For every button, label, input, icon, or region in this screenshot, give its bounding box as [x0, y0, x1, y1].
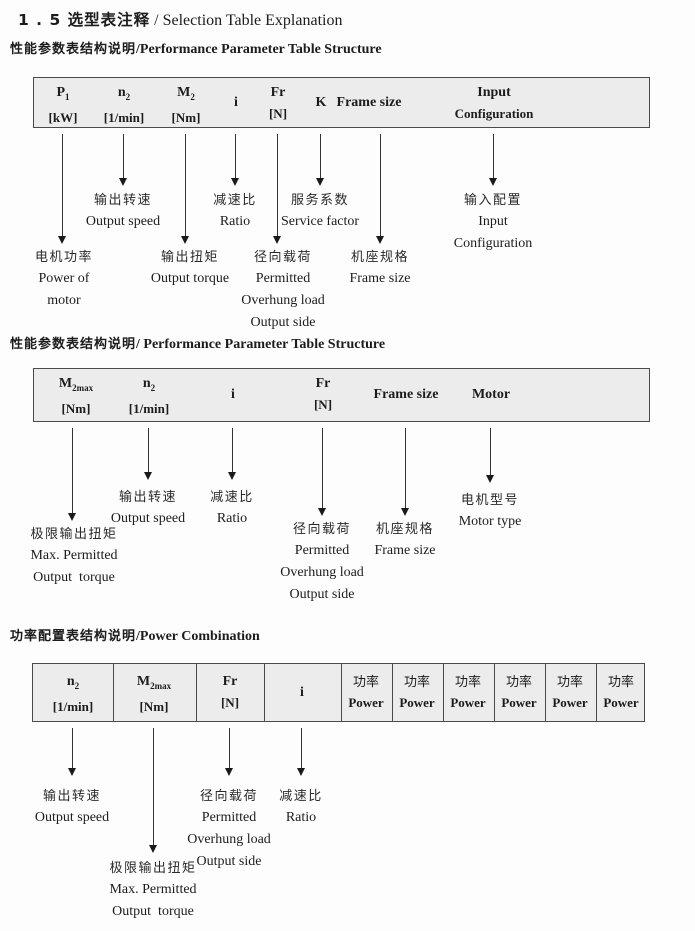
callout-service-factor: 服务系数 Service factor [280, 193, 360, 229]
callout-output-speed-3: 输出转速 Output speed [34, 789, 110, 825]
t3-col-fr: Fr [N] [220, 674, 240, 710]
t1-col-i: i [234, 94, 238, 110]
arrow-m2max [68, 428, 77, 521]
t2-col-n2: n2 [1/min] [128, 376, 170, 416]
callout-frame-size-1: 机座规格 Frame size [349, 250, 411, 286]
section2-heading: 性能参数表结构说明/ Performance Parameter Table S… [10, 333, 385, 353]
section3-heading-zh: 功率配置表结构说明 [10, 629, 137, 644]
t2-col-i: i [231, 387, 235, 402]
arrow-motor [486, 428, 495, 483]
arrow-input-config [489, 134, 498, 186]
performance-table-2: M2max [Nm] n2 [1/min] i Fr [N] Frame siz… [33, 368, 650, 422]
t2-col-m2max: M2max [Nm] [58, 376, 94, 416]
section3-heading-en: /Power Combination [136, 629, 260, 644]
t1-col-frame-size: Frame size [336, 94, 402, 110]
callout-overhung-load-1: 径向载荷 Permitted Overhung load Output side [241, 250, 325, 330]
arrow-m2max-3 [149, 728, 158, 853]
section1-heading-en: /Performance Parameter Table Structure [136, 42, 382, 57]
t1-col-n2: n2 [1/min] [103, 85, 145, 125]
section1-heading: 性能参数表结构说明/Performance Parameter Table St… [10, 38, 382, 58]
t3-col-power-5: 功率 Power [552, 674, 588, 710]
t3-col-n2: n2 [1/min] [52, 674, 94, 714]
callout-overhung-load-2: 径向载荷 Permitted Overhung load Output side [280, 522, 364, 602]
t1-col-p1: P1 [kW] [48, 85, 78, 125]
arrow-n2-2 [144, 428, 153, 480]
t3-col-m2max: M2max [Nm] [136, 674, 172, 714]
page-title-zh: 1 . 5 选型表注释 [18, 11, 151, 29]
section2-heading-en: / Performance Parameter Table Structure [136, 337, 386, 352]
page-title: 1 . 5 选型表注释 / Selection Table Explanatio… [18, 8, 342, 30]
arrow-i-3 [297, 728, 306, 776]
callout-max-torque-3: 极限输出扭矩 Max. Permitted Output torque [109, 861, 197, 919]
section2-heading-zh: 性能参数表结构说明 [10, 337, 137, 352]
callout-ratio-1: 减速比 Ratio [213, 193, 257, 229]
callout-max-torque-2: 极限输出扭矩 Max. Permitted Output torque [30, 527, 118, 585]
arrow-p1 [58, 134, 67, 244]
arrow-n2 [119, 134, 128, 186]
arrow-i [231, 134, 240, 186]
t3-col-power-3: 功率 Power [450, 674, 486, 710]
arrow-i-2 [228, 428, 237, 480]
callout-ratio-2: 减速比 Ratio [210, 490, 254, 526]
performance-table-1: P1 [kW] n2 [1/min] M2 [Nm] i Fr [N] K Fr… [33, 77, 650, 128]
callout-ratio-3: 减速比 Ratio [279, 789, 323, 825]
t2-col-frame-size: Frame size [373, 387, 439, 402]
arrow-n2-3 [68, 728, 77, 776]
t1-col-k: K [315, 94, 327, 110]
arrow-frame-size [376, 134, 385, 244]
callout-motor-type: 电机型号 Motor type [458, 493, 522, 529]
arrow-k [316, 134, 325, 186]
t3-col-i: i [300, 684, 304, 700]
t1-col-m2: M2 [Nm] [171, 85, 201, 125]
section1-heading-zh: 性能参数表结构说明 [10, 42, 137, 57]
arrow-fr [273, 134, 282, 244]
page-title-en: / Selection Table Explanation [154, 12, 343, 29]
t1-col-fr: Fr [N] [268, 85, 288, 121]
arrow-fr-3 [225, 728, 234, 776]
callout-output-speed-2: 输出转速 Output speed [110, 490, 186, 526]
arrow-fr-2 [318, 428, 327, 516]
callout-output-torque-1: 输出扭矩 Output torque [150, 250, 230, 286]
t2-col-fr: Fr [N] [313, 376, 333, 412]
t1-col-input-configuration: Input Configuration [454, 85, 534, 121]
power-combination-table: n2 [1/min] M2max [Nm] Fr [N] i 功率 Power … [32, 663, 645, 722]
callout-power-of-motor: 电机功率 Power of motor [34, 250, 94, 308]
section3-heading: 功率配置表结构说明/Power Combination [10, 625, 260, 645]
callout-output-speed-1: 输出转速 Output speed [85, 193, 161, 229]
arrow-m2 [181, 134, 190, 244]
t3-col-power-2: 功率 Power [399, 674, 435, 710]
t3-col-power-1: 功率 Power [348, 674, 384, 710]
t2-col-motor: Motor [471, 387, 511, 402]
callout-overhung-load-3: 径向载荷 Permitted Overhung load Output side [187, 789, 271, 869]
callout-frame-size-2: 机座规格 Frame size [374, 522, 436, 558]
callout-input-configuration: 输入配置 Input Configuration [453, 193, 533, 251]
arrow-frame-size-2 [401, 428, 410, 516]
t3-col-power-6: 功率 Power [603, 674, 639, 710]
t3-col-power-4: 功率 Power [501, 674, 537, 710]
